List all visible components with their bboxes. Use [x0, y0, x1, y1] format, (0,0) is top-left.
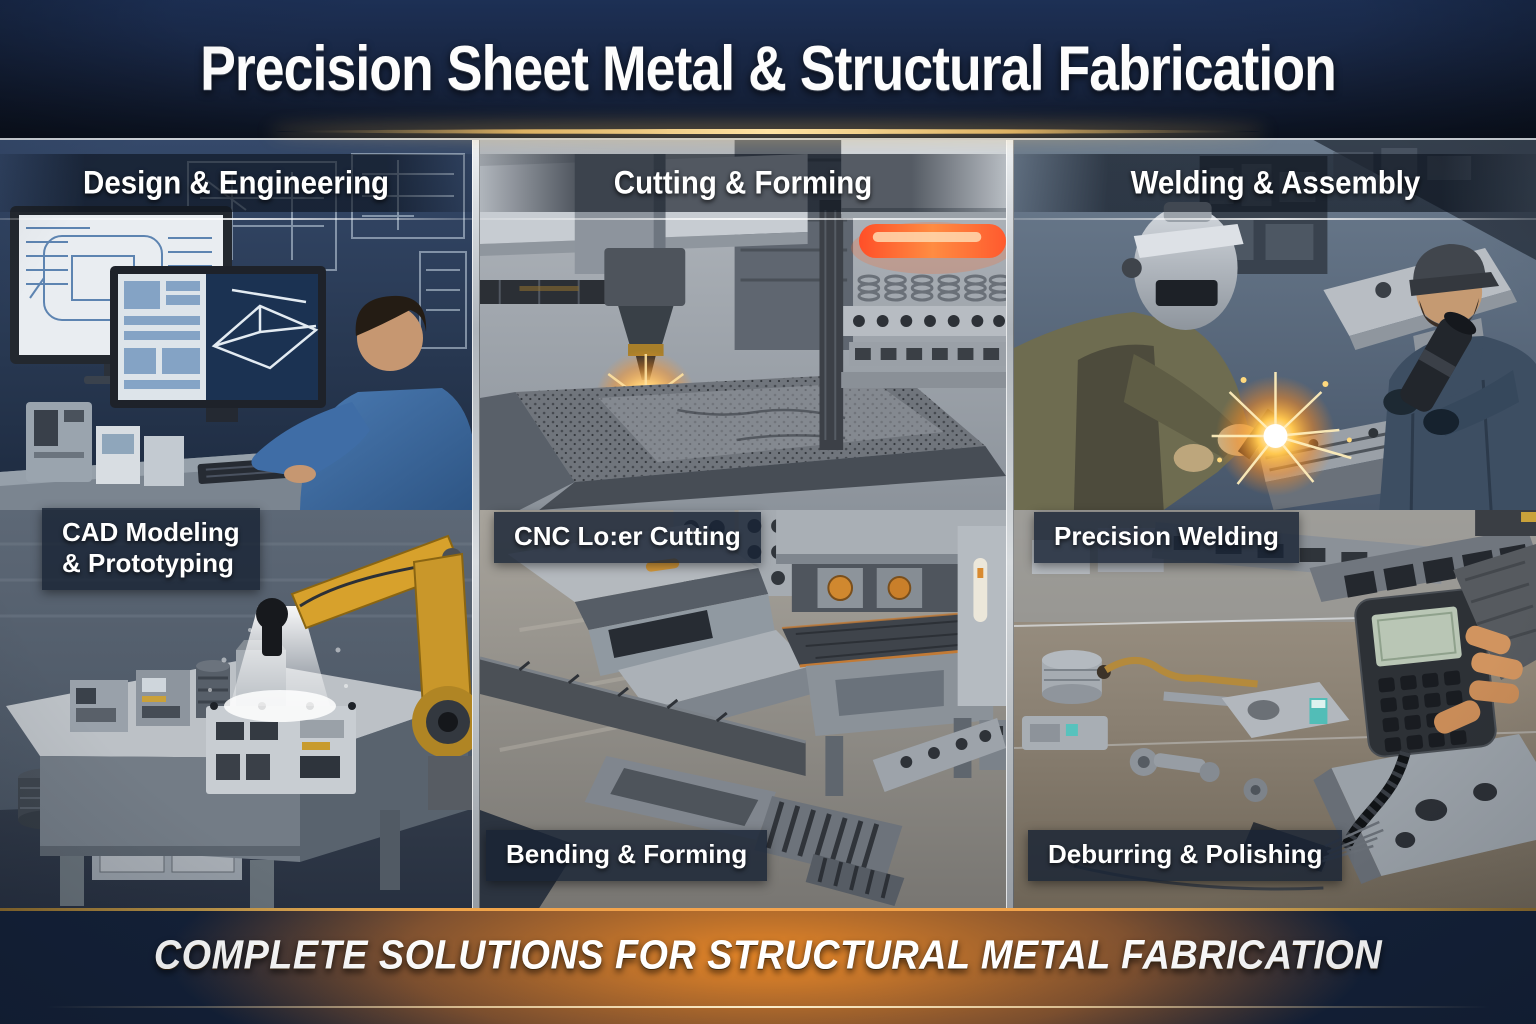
panel-header-label: Cutting & Forming [613, 163, 873, 202]
assembly-worker [1379, 244, 1536, 510]
press-brake [776, 510, 1006, 796]
panels: Design & Engineering CAD Modeling & Prot… [0, 138, 1536, 908]
panel-header-design: Design & Engineering [0, 154, 472, 212]
bottom-banner: COMPLETE SOLUTIONS FOR STRUCTURAL METAL … [0, 908, 1536, 1024]
header-underline [480, 218, 1006, 220]
panel-header-label: Welding & Assembly [1130, 163, 1420, 202]
bent-metal-parts [480, 656, 1006, 908]
label-line-1: CAD Modeling [62, 517, 240, 547]
powder-spray [208, 606, 348, 722]
panel-header-label: Design & Engineering [82, 163, 389, 202]
label-line-2: & Prototyping [62, 548, 234, 579]
panel-header-cutting: Cutting & Forming [480, 154, 1006, 212]
label-cnc-laser-cutting: CNC Lo:er Cutting [494, 512, 761, 563]
panel-divider [1006, 140, 1014, 908]
cad-monitor [110, 266, 326, 422]
label-deburring-polishing: Deburring & Polishing [1028, 830, 1343, 881]
press-springs [857, 274, 1006, 302]
panel-header-welding: Welding & Assembly [1014, 154, 1536, 212]
grinder-tool [1400, 311, 1477, 412]
desk-boxes [96, 426, 184, 486]
banner-orange-glow [0, 908, 1536, 1024]
title-band: Precision Sheet Metal & Structural Fabri… [0, 0, 1536, 138]
panel-welding-assembly: Welding & Assembly Precision Welding Deb… [1014, 140, 1536, 908]
operator-hand [1433, 544, 1536, 734]
bending-forming-illustration [480, 510, 1006, 908]
gold-divider-line [276, 129, 1260, 134]
label-cad-modeling-prototyping: CAD Modeling & Prototyping [42, 508, 260, 591]
header-underline [1014, 218, 1536, 220]
metal-plate [1313, 734, 1536, 884]
panel-divider [472, 140, 480, 908]
engineer-person [251, 295, 472, 510]
header-underline [0, 218, 472, 220]
label-bending-forming: Bending & Forming [486, 830, 768, 881]
banner-underline [46, 1006, 1490, 1008]
label-precision-welding: Precision Welding [1034, 512, 1299, 563]
prototype-box [206, 702, 356, 794]
pc-tower [26, 402, 92, 482]
metal-sheet-on-table [480, 372, 1006, 510]
welder-figure [1014, 202, 1280, 510]
panel-design-engineering: Design & Engineering CAD Modeling & Prot… [0, 140, 472, 908]
panel-cutting-forming: Cutting & Forming CNC Lo:er Cutting Bend… [480, 140, 1006, 908]
weld-spark-burst [1211, 372, 1352, 496]
poster-title: Precision Sheet Metal & Structural Fabri… [200, 33, 1337, 105]
hand-tools [1021, 650, 1350, 802]
robot-arm [256, 534, 472, 810]
banner-slogan: COMPLETE SOLUTIONS FOR STRUCTURAL METAL … [153, 932, 1383, 979]
